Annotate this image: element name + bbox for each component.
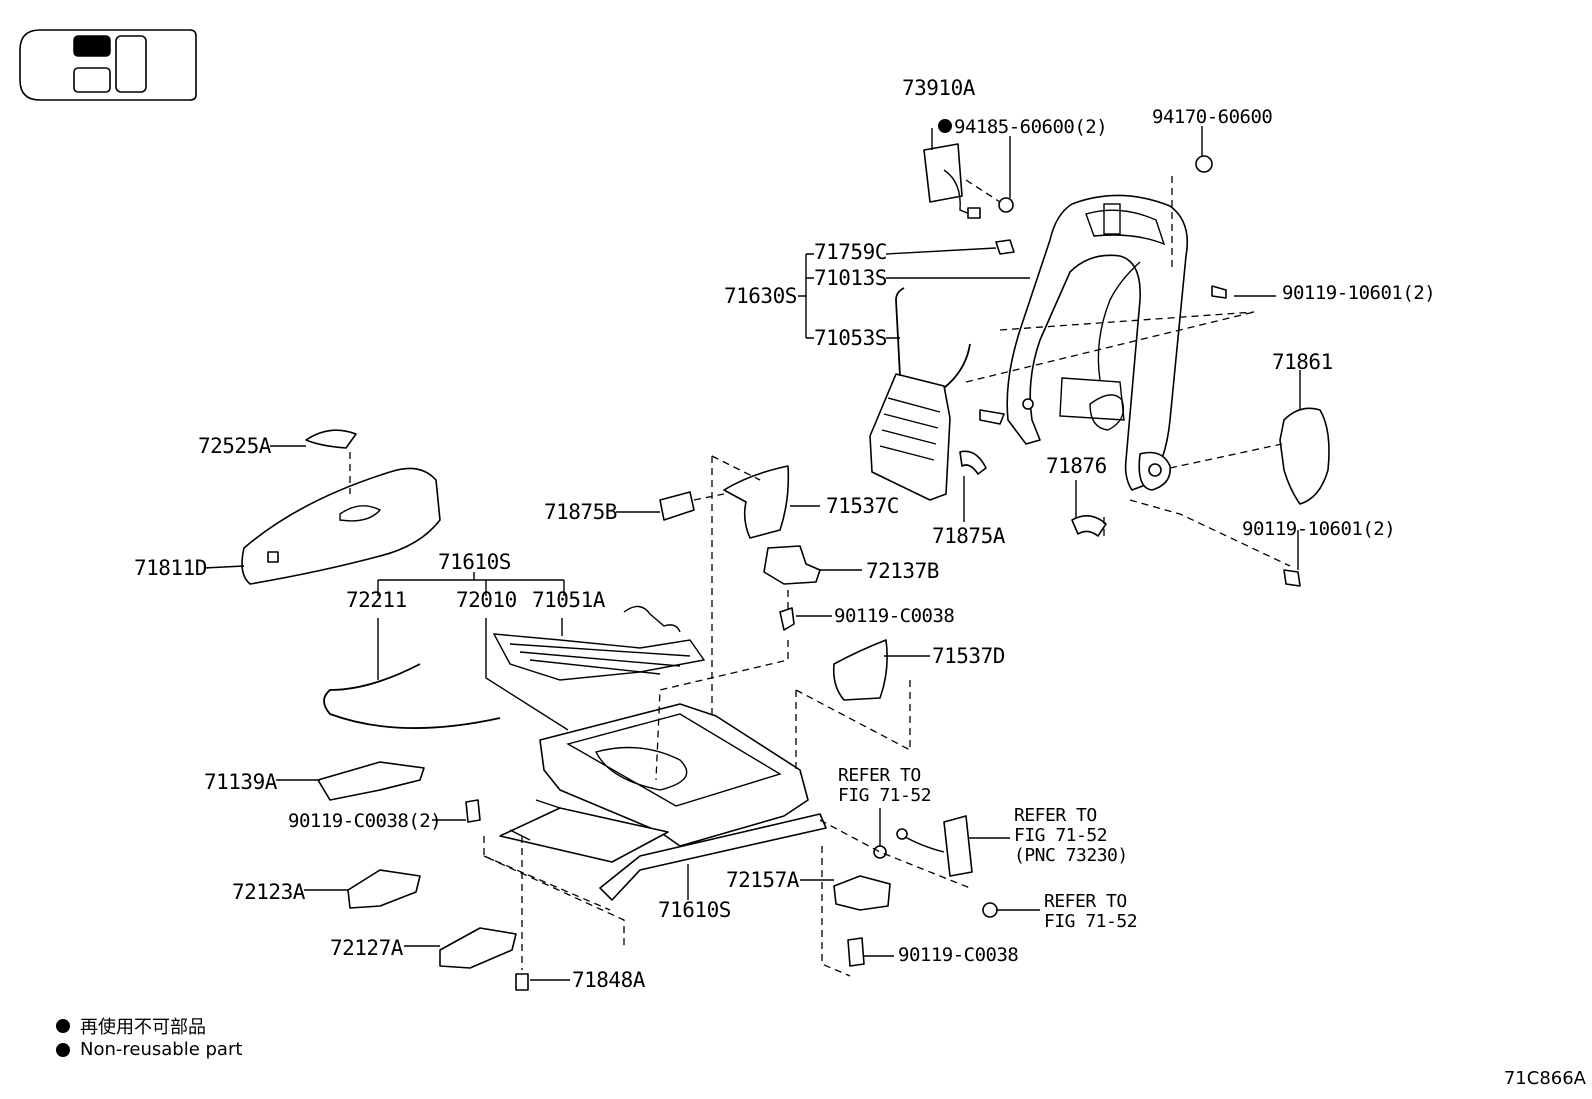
label-72123a: 72123A [232,880,305,904]
label-71875b: 71875B [544,500,617,524]
label-71875a: 71875A [932,524,1005,548]
orientation-icon [19,29,197,101]
label-71876: 71876 [1046,454,1107,478]
label-71610s-top: 71610S [438,550,511,574]
seat-cushion-frame [539,703,809,847]
recliner-cover [1279,407,1330,505]
label-72525a: 72525A [198,434,271,458]
label-71811d: 71811D [134,556,207,580]
clip-small [979,409,1005,425]
cover-72157a [833,875,891,911]
label-90119-c0038-bottom: 90119-C0038 [898,944,1019,966]
screw-71848a [515,973,529,991]
label-71630s: 71630S [724,284,797,308]
figure-id: 71C866A [1503,1068,1586,1089]
part-71139a [317,761,425,801]
clip-71759c [995,239,1015,255]
label-72127a: 72127A [330,936,403,960]
label-72157a: 72157A [726,868,799,892]
bracket-71537d [832,639,888,701]
legend-jp-text: 再使用不可部品 [80,1017,206,1038]
non-reusable-dot-icon [938,119,952,133]
label-90119-c0038-mid: 90119-C0038 [834,605,955,627]
spring-mat-71051a [492,605,706,681]
nut-94185 [998,197,1014,213]
legend-jp: 再使用不可部品 [56,1013,206,1039]
non-reusable-dot-icon [56,1019,70,1033]
bolt-c0038-bottom [847,937,865,967]
refer-fig-71-52-pnc: REFER TO FIG 71-52 (PNC 73230) [1014,805,1128,867]
label-71053s: 71053S [814,326,887,350]
bracket-72137b [763,545,821,585]
label-72137b: 72137B [866,559,939,583]
cover-72123a [347,869,421,909]
airbag-sensor [923,143,981,219]
side-shield [241,467,441,585]
label-73910a: 73910A [902,76,975,100]
label-71759c: 71759C [814,240,887,264]
bracket-71876 [1071,515,1107,537]
label-90119-10601-top: 90119-10601(2) [1282,282,1436,304]
label-71610s-bottom: 71610S [658,898,731,922]
refer-fig-71-52-right: REFER TO FIG 71-52 [1044,891,1138,933]
part-71875b [659,491,695,521]
label-90119-10601-bottom: 90119-10601(2) [1242,518,1396,540]
seat-back-frame [1006,194,1189,491]
label-90119-c0038-2: 90119-C0038(2) [288,810,442,832]
refer-fig-71-52-center: REFER TO FIG 71-52 [838,765,932,807]
bolt-90119-bottom [1283,569,1301,587]
cap-94170 [1195,155,1213,173]
label-72211: 72211 [346,588,407,612]
cover-72127a [439,927,517,969]
part-72525a [305,429,357,449]
label-71848a: 71848A [572,968,645,992]
label-94185-60600: 94185-60600(2) [954,116,1108,138]
label-71537c: 71537C [826,494,899,518]
label-72010: 72010 [456,588,517,612]
label-71139a: 71139A [204,770,277,794]
label-71051a: 71051A [532,588,605,612]
bracket-71537c [723,465,790,539]
label-71013s: 71013S [814,266,887,290]
seat-belt-buckle [873,815,998,918]
wire-72211 [323,663,501,729]
label-71537d: 71537D [932,644,1005,668]
non-reusable-dot-icon [56,1042,70,1057]
bolt-c0038-2 [465,799,481,823]
bracket-71875a [959,450,987,475]
legend-en-text: Non-reusable part [80,1039,243,1060]
bolt-c0038-mid [779,607,795,631]
label-71861: 71861 [1272,350,1333,374]
bolt-90119-top [1211,285,1227,299]
lumbar-support [869,287,971,501]
seat-rails [499,799,827,901]
label-94170-60600: 94170-60600 [1152,106,1273,128]
legend-en: Non-reusable part [56,1039,242,1060]
